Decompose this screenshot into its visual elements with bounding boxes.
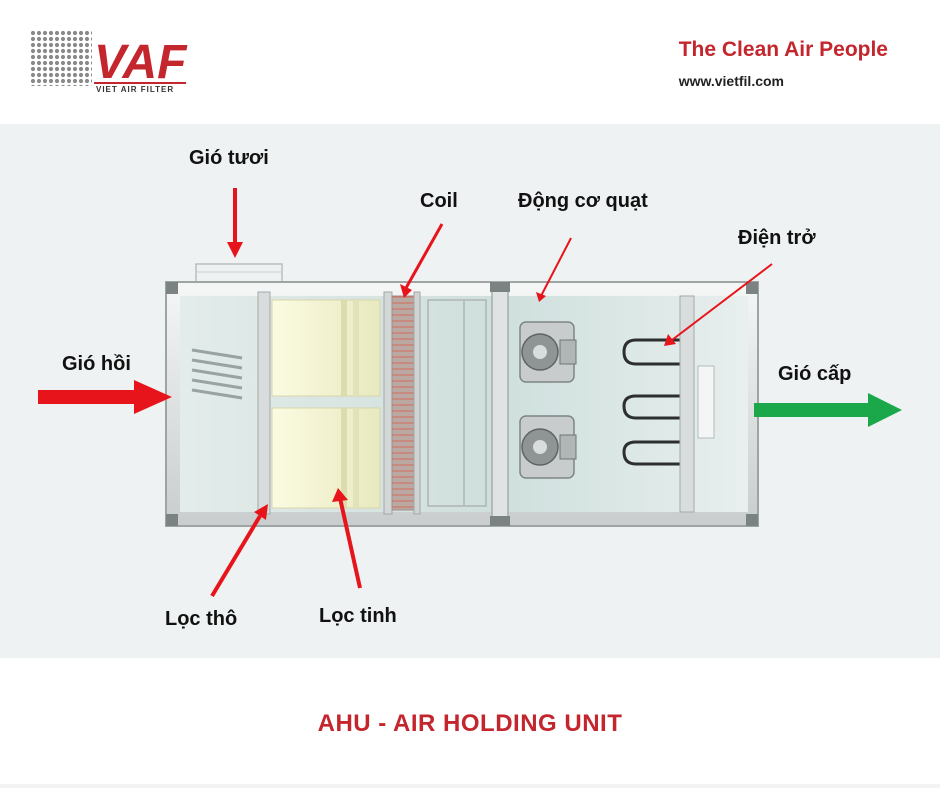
pointer-heater bbox=[664, 263, 773, 346]
return-air-arrow bbox=[38, 380, 172, 414]
label-supply-air: Gió cấp bbox=[778, 363, 852, 385]
pointer-fan-motor bbox=[536, 237, 572, 302]
ahu-illustration bbox=[38, 188, 902, 598]
website-link[interactable]: www.vietfil.com bbox=[678, 73, 784, 89]
fan-motor-bottom bbox=[519, 415, 577, 479]
supply-air-arrow bbox=[754, 393, 902, 427]
section-separator bbox=[491, 281, 509, 527]
diagram-area: Gió tươi Gió hồi Coil Động cơ quạt Điện … bbox=[0, 124, 940, 658]
fresh-air-hood bbox=[195, 263, 283, 285]
diagram-title: AHU - AIR HOLDING UNIT bbox=[317, 710, 623, 737]
fresh-air-arrow bbox=[227, 188, 243, 258]
electric-heater bbox=[622, 338, 680, 466]
pointer-fine-filter bbox=[332, 488, 362, 589]
label-coil: Coil bbox=[420, 190, 458, 212]
cooling-coil bbox=[383, 291, 421, 515]
label-pre-filter: Lọc thô bbox=[165, 608, 238, 630]
logo-text: VAF bbox=[94, 36, 188, 89]
label-fan-motor: Động cơ quạt bbox=[518, 190, 648, 212]
left-access-door bbox=[427, 299, 487, 507]
brand-block: The Clean Air People www.vietfil.com bbox=[679, 36, 888, 90]
fine-filter-bags bbox=[271, 299, 381, 509]
casing-corners bbox=[166, 282, 758, 526]
pre-filter-frame bbox=[257, 291, 271, 515]
tagline: The Clean Air People bbox=[678, 38, 888, 61]
pointer-pre-filter bbox=[210, 504, 268, 598]
logo-subtext: VIET AIR FILTER bbox=[96, 85, 174, 94]
label-fine-filter: Lọc tinh bbox=[319, 605, 397, 627]
pointer-coil bbox=[400, 223, 444, 298]
fan-motor-top bbox=[519, 321, 577, 383]
return-air-damper bbox=[191, 348, 243, 400]
label-fresh-air: Gió tươi bbox=[189, 147, 269, 169]
label-return-air: Gió hồi bbox=[62, 353, 131, 375]
vaf-logo: VAF VIET AIR FILTER bbox=[30, 30, 188, 94]
heater-frame bbox=[679, 295, 695, 513]
footer-strip bbox=[0, 784, 940, 788]
header: VAF VIET AIR FILTER The Clean Air People… bbox=[0, 0, 940, 124]
supply-outlet bbox=[697, 365, 715, 439]
label-heater: Điện trở bbox=[738, 227, 816, 249]
footer: AHU - AIR HOLDING UNIT bbox=[0, 658, 940, 788]
